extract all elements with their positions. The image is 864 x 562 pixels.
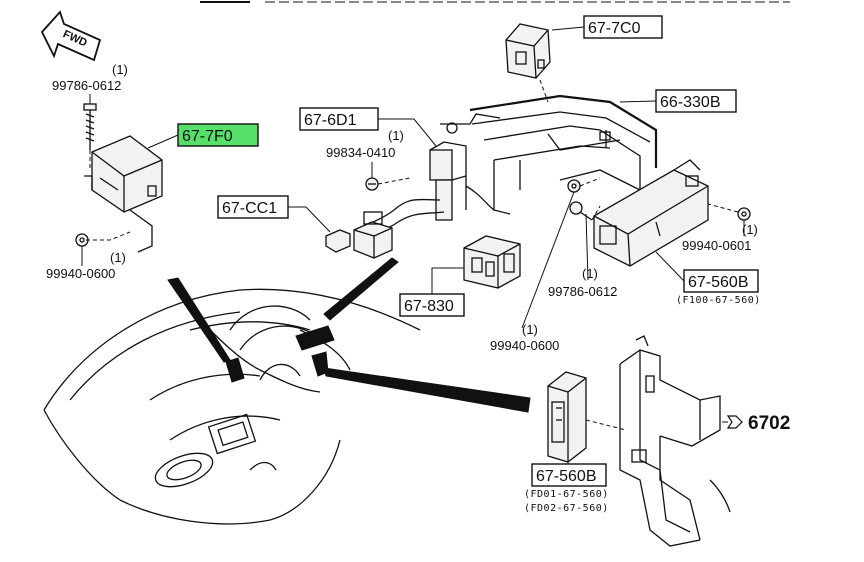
connector-67-830 — [463, 235, 521, 289]
callout-67-6D1-label: 67-6D1 — [304, 112, 357, 129]
section-reference[interactable]: 6702 — [722, 413, 790, 434]
bolt-center-qty: (1) — [582, 266, 598, 281]
callout-67-560B-upper-label: 67-560B — [688, 274, 749, 291]
callout-67-7C0-label: 67-7C0 — [588, 20, 641, 37]
bolt-center-part-number[interactable]: 99786-0612 — [548, 284, 617, 299]
fwd-arrow-icon: FWD — [40, 10, 102, 62]
nut-left-part-number[interactable]: 99940-0600 — [46, 266, 115, 281]
nut-left-qty: (1) — [110, 250, 126, 265]
mounting-bracket-66-330B — [440, 94, 658, 215]
subcode-upper-560B: (F100-67-560) — [676, 295, 761, 306]
nut-icon-right — [737, 207, 751, 221]
center-bolt-icon — [569, 201, 593, 221]
control-unit-67-560B-lower — [547, 371, 587, 463]
relay-67-7C0 — [505, 23, 551, 79]
bolt-icon — [83, 103, 97, 150]
section-ref-6702: 6702 — [748, 413, 790, 434]
nut-right-qty: (1) — [742, 222, 758, 237]
wiring-harness — [369, 185, 495, 233]
screw-part-number[interactable]: 99834-0410 — [326, 145, 395, 160]
callout-67-7F0-label: 67-7F0 — [182, 128, 233, 145]
callout-67-CC1-label: 67-CC1 — [222, 200, 277, 217]
bolt-left-part-number[interactable]: 99786-0612 — [52, 78, 121, 93]
subcode-lower-560B-1: (FD01-67-560) — [524, 489, 609, 500]
callout-66-330B-label: 66-330B — [660, 94, 721, 111]
screw-icon — [365, 177, 379, 191]
nut-center-part-number[interactable]: 99940-0600 — [490, 338, 559, 353]
connector-67-CC1 — [325, 211, 393, 259]
bolt-left-qty: (1) — [112, 62, 128, 77]
arrow-right-icon — [726, 415, 743, 429]
callout-67-830-label: 67-830 — [404, 298, 454, 315]
connector-67-6D1 — [429, 141, 467, 221]
pointer-wedges — [167, 257, 531, 413]
screw-qty: (1) — [388, 128, 404, 143]
mounting-frame — [619, 335, 731, 547]
left-control-module — [84, 135, 163, 253]
callout-67-560B-lower-label: 67-560B — [536, 468, 597, 485]
callout-67-560B-lower[interactable] — [531, 463, 607, 487]
nut-center-qty: (1) — [522, 322, 538, 337]
subcode-lower-560B-2: (FD02-67-560) — [524, 503, 609, 514]
control-unit-67-560B-upper — [593, 159, 709, 267]
center-nut-icon — [567, 179, 581, 193]
dashboard-illustration — [43, 288, 421, 525]
nut-right-part-number[interactable]: 99940-0601 — [682, 238, 751, 253]
